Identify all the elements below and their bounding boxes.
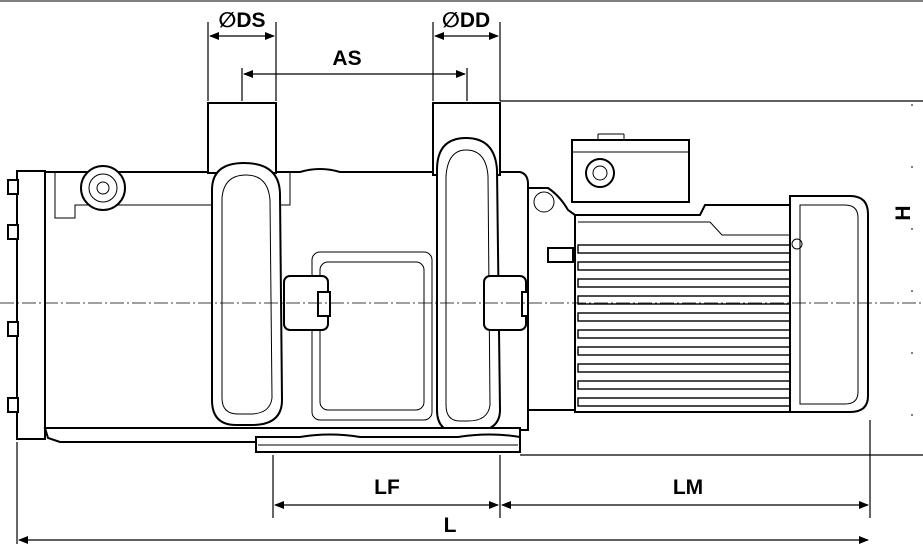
dimension-ds — [207, 22, 277, 101]
dimension-h — [500, 100, 923, 456]
volute-rib-left — [211, 161, 284, 426]
center-window — [311, 251, 433, 421]
label-lf: LF — [374, 476, 400, 499]
label-h: H — [892, 205, 915, 220]
dimension-l — [16, 442, 869, 544]
pump-foot — [255, 433, 521, 453]
motor — [527, 133, 869, 413]
fan-cover — [789, 195, 869, 413]
dimension-lf-lm — [272, 420, 871, 518]
label-as: AS — [332, 47, 361, 70]
cable-gland — [585, 158, 615, 188]
motor-adapter — [527, 187, 576, 411]
pump-end-cover — [16, 170, 46, 440]
dimension-dd — [432, 22, 501, 101]
label-ds: ∅DS — [218, 9, 265, 32]
drain-plug — [80, 165, 126, 211]
suction-port — [207, 102, 277, 174]
pump-casing — [7, 102, 535, 453]
label-l: L — [444, 514, 457, 537]
label-lm: LM — [673, 476, 703, 499]
label-dd: ∅DD — [442, 9, 490, 32]
dimension-as — [241, 68, 468, 101]
